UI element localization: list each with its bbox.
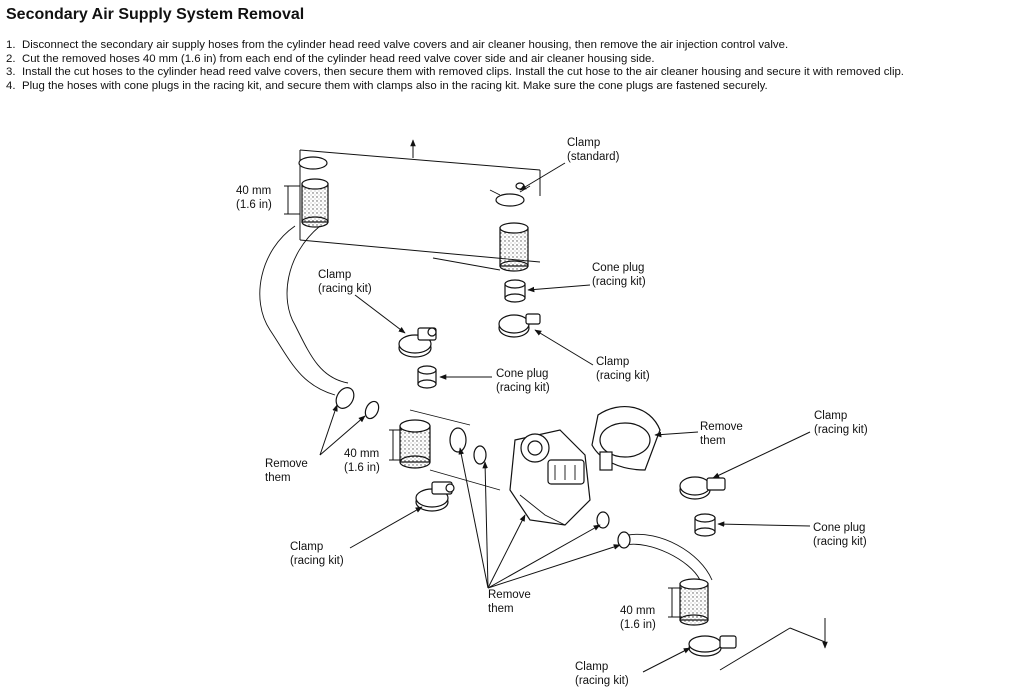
- label-clamp-right: Clamp (racing kit): [814, 410, 868, 436]
- step-number: 3.: [6, 66, 16, 79]
- step-1: 1. Disconnect the secondary air supply h…: [6, 39, 1018, 53]
- right-top-hose-segment: [499, 222, 529, 272]
- cone-plug-right: [694, 513, 716, 537]
- step-3: 3. Install the cut hoses to the cylinder…: [6, 66, 1018, 80]
- top-cut-hose: [301, 178, 329, 228]
- cone-plug-top: [504, 279, 526, 303]
- dimension-top: [284, 185, 300, 215]
- page-title: Secondary Air Supply System Removal: [6, 6, 305, 23]
- step-2: 2. Cut the removed hoses 40 mm (1.6 in) …: [6, 53, 1018, 67]
- center-hose-end: [449, 427, 467, 453]
- valve-bracket: [591, 406, 661, 471]
- left-hose-end: [335, 387, 355, 409]
- step-number: 2.: [6, 52, 16, 65]
- step-number: 4.: [6, 79, 16, 92]
- label-cone-plug-right: Cone plug (racing kit): [813, 522, 869, 548]
- label-clamp-lower-left: Clamp (racing kit): [290, 541, 344, 567]
- step-number: 1.: [6, 39, 16, 51]
- label-cone-plug-top: Cone plug (racing kit): [592, 262, 648, 288]
- left-hose-outline-a: [259, 225, 336, 396]
- label-clamp-center: Clamp (racing kit): [596, 356, 650, 382]
- step-4: 4. Plug the hoses with cone plugs in the…: [6, 80, 1018, 94]
- leader-lines: [319, 162, 811, 673]
- label-dimension-bottom: 40 mm (1.6 in): [620, 605, 658, 631]
- clamp-lower-left: [415, 481, 455, 512]
- step-text: Install the cut hoses to the cylinder he…: [22, 66, 904, 79]
- bottom-frame-lines: [719, 618, 828, 671]
- top-port-ring: [298, 156, 328, 170]
- label-cone-plug-center: Cone plug (racing kit): [496, 368, 552, 394]
- label-remove-bottom: Remove them: [488, 589, 534, 615]
- lower-right-hose: [617, 531, 713, 581]
- standard-clamp: [489, 182, 531, 207]
- clamp-center-top: [498, 313, 541, 338]
- label-dimension-middle: 40 mm (1.6 in): [344, 448, 382, 474]
- left-hose-outline-b: [286, 225, 349, 384]
- instruction-list: 1. Disconnect the secondary air supply h…: [6, 39, 1018, 93]
- cone-plug-center: [417, 365, 437, 389]
- clamp-bottom: [688, 635, 737, 657]
- center-ring: [473, 445, 487, 465]
- middle-cut-hose: [389, 419, 431, 469]
- label-clamp-upper-left: Clamp (racing kit): [318, 269, 372, 295]
- center-hose-lines: [409, 409, 501, 491]
- air-injection-control-valve: [509, 429, 610, 529]
- left-ring: [364, 400, 380, 420]
- step-text: Plug the hoses with cone plugs in the ra…: [22, 79, 768, 92]
- clamp-upper-left: [398, 327, 437, 358]
- label-remove-left: Remove them: [265, 458, 311, 484]
- label-dimension-top: 40 mm (1.6 in): [236, 185, 274, 211]
- clamp-right: [679, 476, 726, 500]
- label-remove-center: Remove them: [700, 421, 746, 447]
- step-text: Cut the removed hoses 40 mm (1.6 in) fro…: [22, 52, 655, 65]
- label-clamp-bottom: Clamp (racing kit): [575, 661, 629, 687]
- bottom-cut-hose: [668, 578, 709, 626]
- step-text: Disconnect the secondary air supply hose…: [22, 39, 789, 51]
- label-clamp-standard: Clamp (standard): [567, 137, 620, 163]
